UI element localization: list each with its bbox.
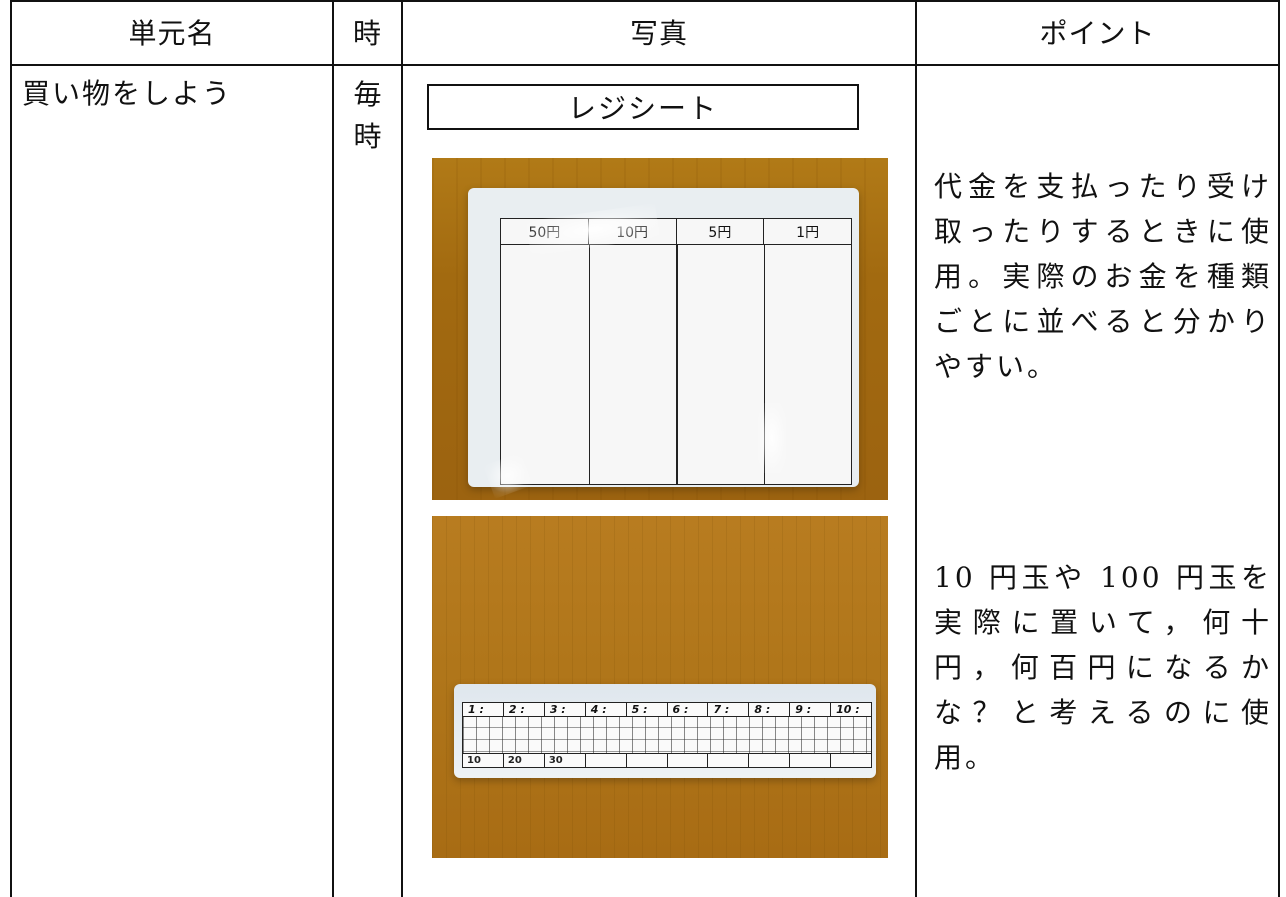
coin-grid-total <box>625 754 667 767</box>
table-divider-unit-time <box>332 0 334 897</box>
coin-grid-total <box>666 754 708 767</box>
point-text-register-sheet: 代金を支払ったり受け取ったりするときに使用。実際のお金を種類ごとに並べると分かり… <box>934 170 1272 383</box>
coin-grid-label: 1 : <box>468 703 484 716</box>
header-time: 時 <box>352 17 382 50</box>
coin-grid-total: 30 <box>543 754 585 767</box>
table-left-border <box>10 0 12 897</box>
coin-grid-photo: 1 : 2 : 3 : 4 : 5 : 6 : 7 : 8 : 9 : 10 :… <box>432 516 888 858</box>
coin-grid-label: 9 : <box>789 703 830 716</box>
unit-name-cell: 買い物をしよう <box>12 66 332 897</box>
coin-grid-total <box>707 754 748 767</box>
coin-grid-label: 3 : <box>543 703 585 716</box>
coin-grid-total: 20 <box>502 754 544 767</box>
photo-title-box: レジシート <box>427 84 859 130</box>
coin-grid-label: 2 : <box>502 703 544 716</box>
coin-grid-total: 10 <box>467 755 481 766</box>
coin-grid-total <box>584 754 626 767</box>
coin-grid-laminate: 1 : 2 : 3 : 4 : 5 : 6 : 7 : 8 : 9 : 10 :… <box>454 684 876 778</box>
coin-sorting-table: 50円 10円 5円 1円 <box>500 218 852 485</box>
coin-grid-total <box>789 754 830 767</box>
coin-grid-total <box>748 754 789 767</box>
table-right-border <box>1278 0 1280 897</box>
header-photo: 写真 <box>629 17 688 50</box>
laminate-glare <box>758 403 786 473</box>
header-unit-name: 単元名 <box>128 17 216 50</box>
coin-header-cell: 5円 <box>675 219 764 244</box>
coin-column-divider <box>676 245 678 484</box>
coin-grid-label: 5 : <box>625 703 667 716</box>
table-top-border <box>10 0 1280 2</box>
time-cell: 毎 時 <box>334 66 401 897</box>
time-char-2: 時 <box>353 120 382 153</box>
coin-column-divider <box>588 245 591 484</box>
coin-grid-header: 1 : 2 : 3 : 4 : 5 : 6 : 7 : 8 : 9 : 10 : <box>463 703 871 717</box>
coin-grid-total <box>830 754 871 767</box>
time-char-1: 毎 <box>353 78 382 111</box>
table-divider-photo-point <box>915 0 917 897</box>
coin-grid-label: 4 : <box>584 703 626 716</box>
coin-grid-label: 10 : <box>830 703 871 716</box>
coin-grid-label: 8 : <box>748 703 789 716</box>
point-text-coin-grid: 10 円玉や 100 円玉を実際に置いて，何十円，何百円になるかな？と考えるのに… <box>934 561 1272 774</box>
document-table: 単元名 時 写真 ポイント 買い物をしよう 毎 時 <box>10 0 1280 897</box>
register-sheet-laminate: 50円 10円 5円 1円 <box>468 188 859 499</box>
header-point: ポイント <box>1039 17 1156 50</box>
table-header-bottom-border <box>10 64 1280 66</box>
unit-name-text: 買い物をしよう <box>22 77 233 110</box>
coin-grid-label: 6 : <box>666 703 708 716</box>
coin-grid-label: 7 : <box>707 703 748 716</box>
coin-header-cell: 1円 <box>763 219 851 244</box>
coin-grid-table: 1 : 2 : 3 : 4 : 5 : 6 : 7 : 8 : 9 : 10 :… <box>462 702 872 768</box>
coin-grid-footer: 10 20 30 <box>463 753 871 767</box>
register-sheet-photo: 50円 10円 5円 1円 <box>432 158 888 500</box>
coin-column-divider <box>763 245 766 484</box>
photo-title-text: レジシート <box>567 92 718 125</box>
table-divider-time-photo <box>401 0 403 897</box>
